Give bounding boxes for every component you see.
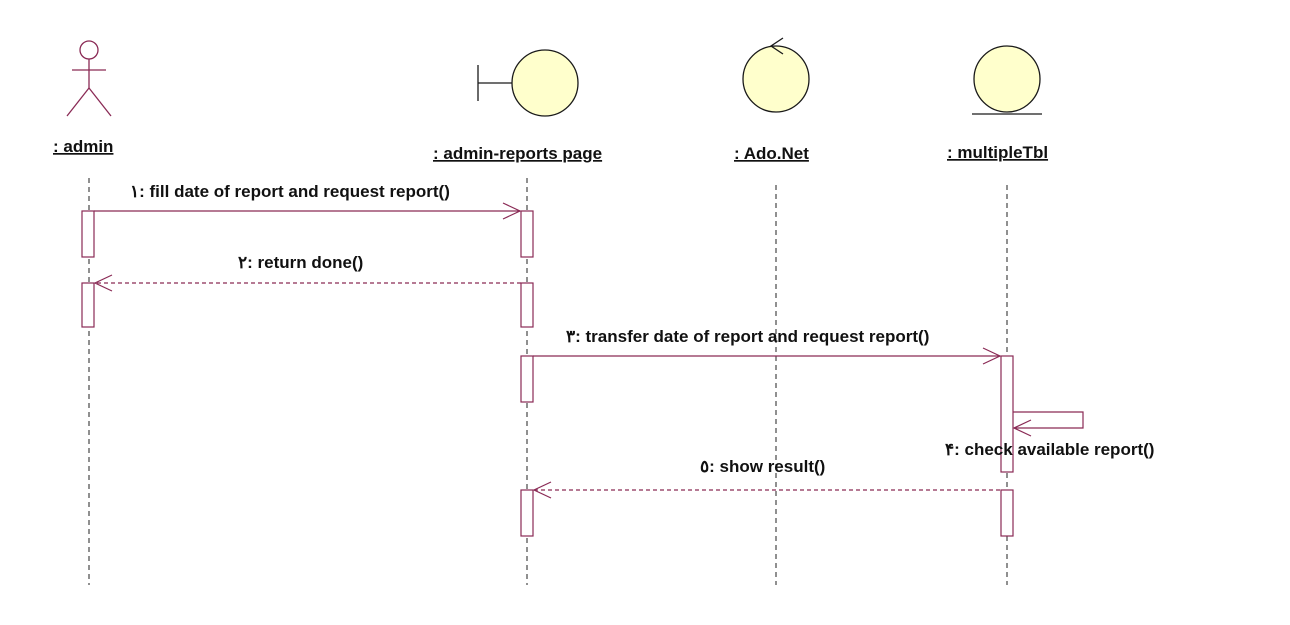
activation-bar xyxy=(520,282,534,328)
activation-bar xyxy=(1000,489,1014,537)
activation-bar xyxy=(520,210,534,258)
participant-multipletbl-entity: : multipleTbl xyxy=(947,45,1048,162)
actor-icon xyxy=(66,40,112,117)
participant-admin-actor: : admin xyxy=(53,40,113,156)
participant-admin-reports-page-boundary: : admin-reports page xyxy=(433,49,602,163)
message-2: ٢: return done() xyxy=(93,253,521,292)
entity-icon xyxy=(972,45,1042,115)
message-5: ٥: show result() xyxy=(532,457,1000,499)
activations xyxy=(81,210,1014,537)
lifelines xyxy=(88,178,1008,585)
participant-label-multipletbl: : multipleTbl xyxy=(947,143,1048,162)
message-3: ٣: transfer date of report and request r… xyxy=(533,327,1002,365)
arrowhead xyxy=(502,202,522,220)
message-label: ٣: transfer date of report and request r… xyxy=(566,327,929,346)
arrowhead xyxy=(1012,419,1032,437)
activation-bar xyxy=(1000,355,1014,473)
message-label: ٢: return done() xyxy=(238,253,363,272)
message-arrow xyxy=(1013,411,1084,429)
arrowhead xyxy=(532,481,552,499)
arrowhead xyxy=(982,347,1002,365)
activation-bar xyxy=(81,282,95,328)
participant-label-admin: : admin xyxy=(53,137,113,156)
control-icon xyxy=(742,37,810,113)
boundary-icon xyxy=(477,49,579,117)
participant-ado-net-control: : Ado.Net xyxy=(734,37,810,163)
participant-label-ado-net: : Ado.Net xyxy=(734,144,809,163)
message-4-self: ۴: check available report() xyxy=(945,411,1154,459)
message-label: ۴: check available report() xyxy=(945,440,1154,459)
message-label: ٥: show result() xyxy=(700,457,825,476)
arrowhead xyxy=(93,274,113,292)
participant-label-admin-reports-page: : admin-reports page xyxy=(433,144,602,163)
message-1: ١: fill date of report and request repor… xyxy=(94,182,522,220)
activation-bar xyxy=(520,355,534,403)
activation-bar xyxy=(520,489,534,537)
activation-bar xyxy=(81,210,95,258)
message-label: ١: fill date of report and request repor… xyxy=(130,182,450,201)
